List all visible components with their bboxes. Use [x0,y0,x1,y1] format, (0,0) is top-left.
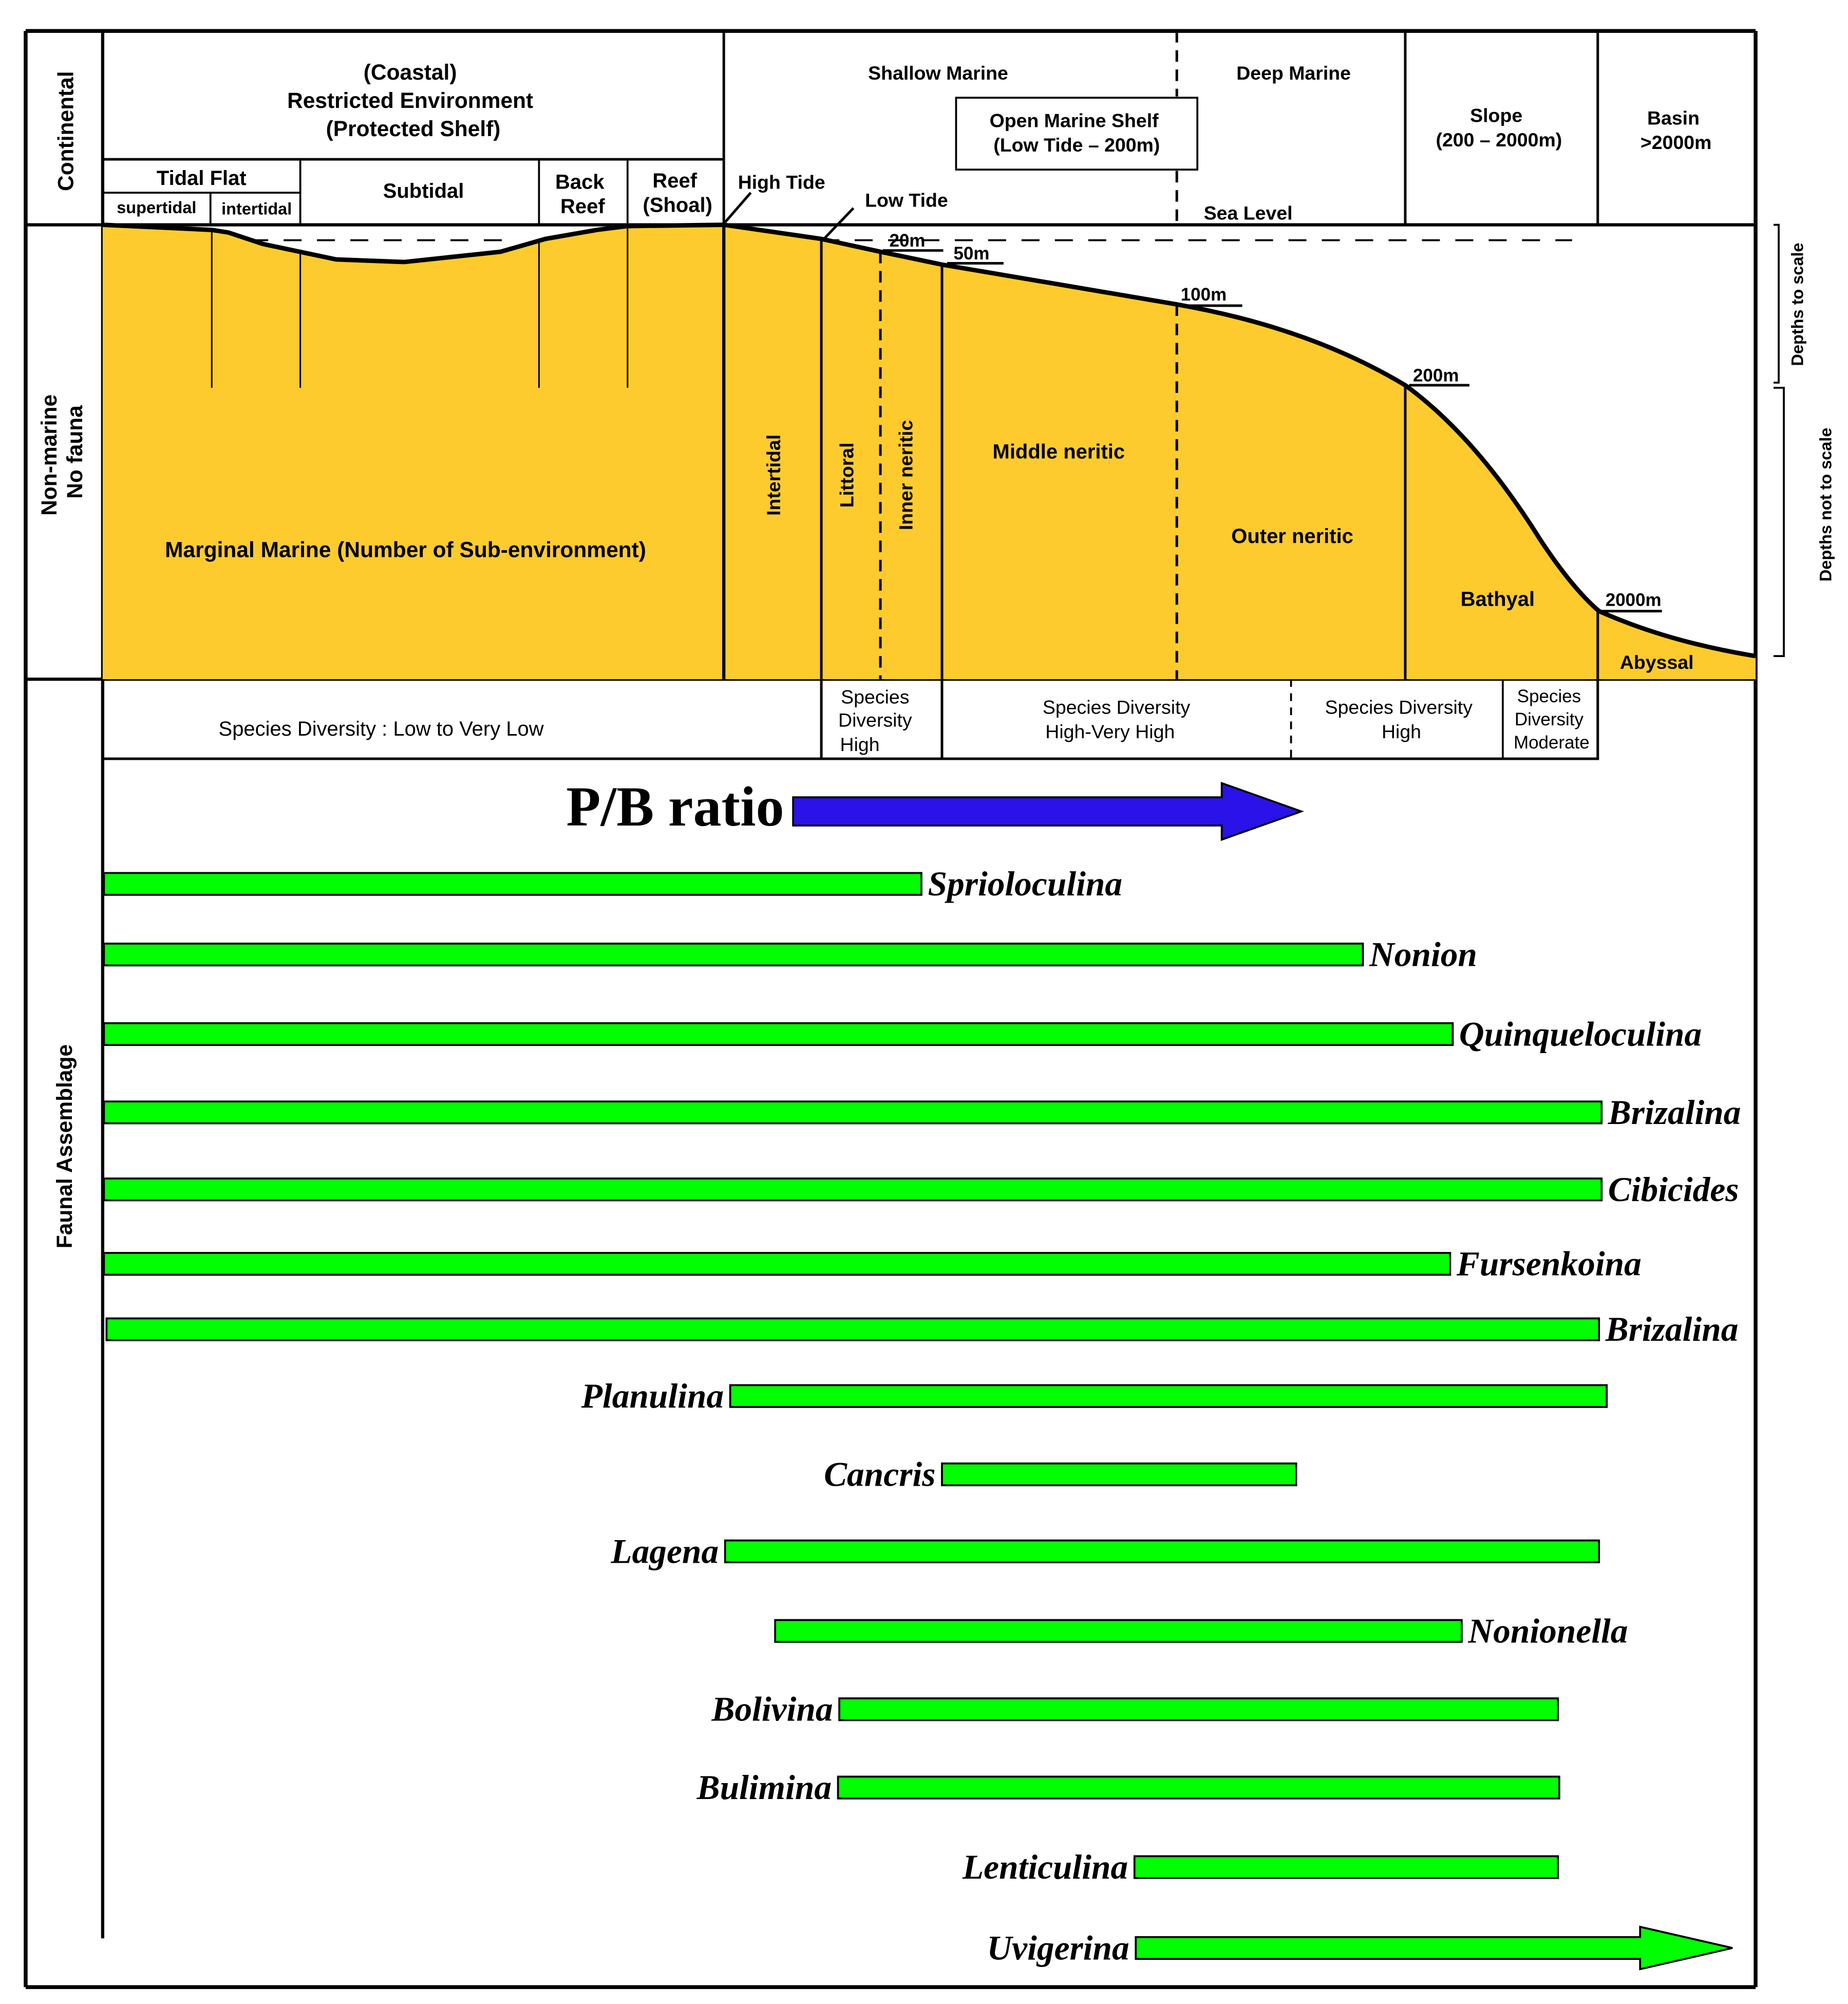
slope-label: Slope (200 – 2000m) [1436,105,1562,151]
faunal-assemblage-label: Faunal Assemblage [52,1044,77,1248]
pb-ratio-arrow [792,781,1305,841]
taxon-range-bar [103,942,1364,967]
continental-label: Continental [53,71,78,191]
sediment-profile [102,224,1756,680]
diversity-high-label: Species Diversity High [838,686,917,755]
taxa-labels: SprioloculinaNonionQuinqueloculinaBrizal… [581,865,1741,1967]
taxon-range-bar [837,1775,1560,1800]
taxon-label: Planulina [581,1377,724,1415]
taxon-label: Bolivina [711,1690,833,1729]
taxon-label: Lagena [610,1532,719,1570]
littoral-label: Littoral [836,442,858,508]
inner-neritic-label: Inner neritic [895,420,917,530]
intertidal-label: Intertidal [763,435,784,516]
low-tide-label: Low Tide [865,190,948,211]
taxon-label: Cancris [824,1455,935,1493]
shallow-marine-label: Shallow Marine [868,62,1008,84]
back-reef-label: Back Reef [555,171,610,218]
taxon-range-bar [103,1100,1603,1125]
subtidal-label: Subtidal [383,180,464,202]
basin-label: Basin >2000m [1640,107,1712,153]
pb-ratio-label: P/B ratio [566,775,784,838]
taxon-label: Bulimina [696,1768,832,1807]
taxon-range-bar [1133,1855,1559,1879]
taxon-range-arrow [1135,1925,1733,1971]
taxon-label: Lenticulina [962,1848,1128,1886]
zone-dividers [211,224,1599,759]
high-tide-label: High Tide [738,172,825,193]
taxon-label: Nonion [1369,935,1477,974]
taxon-range-bar [103,1022,1454,1046]
outer-neritic-label: Outer neritic [1231,525,1353,548]
depth-200-label: 200m [1413,365,1459,385]
taxon-range-bar [103,872,922,896]
depth-20-label: 20m [890,231,926,251]
marginal-marine-label: Marginal Marine (Number of Sub-environme… [165,538,646,562]
taxon-label: Fursenkoina [1456,1245,1642,1283]
bathyal-label: Bathyal [1461,588,1535,611]
depths-to-scale-label: Depths to scale [1788,243,1807,366]
high-tide-pointer [724,192,752,223]
sea-level-label: Sea Level [1204,202,1293,224]
open-marine-shelf-box [955,97,1199,171]
depth-2000-label: 2000m [1606,590,1662,610]
open-marine-shelf-label: Open Marine Shelf (Low Tide – 200m) [990,110,1164,156]
diversity-high-very-high-label: Species Diversity High-Very High [1043,697,1196,742]
taxon-range-bar [105,1317,1600,1341]
taxon-label: Brizalina [1608,1093,1741,1132]
middle-neritic-label: Middle neritic [993,440,1125,463]
depth-scale-brackets [1774,223,1785,657]
depths-not-to-scale-label: Depths not to scale [1817,428,1835,582]
supertidal-label: supertidal [117,198,196,217]
depth-50-label: 50m [953,244,989,264]
deep-marine-label: Deep Marine [1236,62,1351,84]
depth-100-label: 100m [1181,285,1227,305]
diversity-moderate-label: Species Diversity Moderate [1514,686,1590,753]
coastal-label: (Coastal) Restricted Environment (Protec… [287,60,539,141]
taxon-range-bar [103,1252,1451,1276]
taxon-label: Brizalina [1605,1310,1739,1349]
diversity-low-label: Species Diversity : Low to Very Low [219,718,544,740]
non-marine-label: Non-marine No fauna [37,388,87,516]
taxon-label: Sprioloculina [928,865,1122,903]
taxon-label: Quinqueloculina [1459,1015,1702,1053]
taxon-range-bar [774,1619,1463,1643]
taxon-range-bar [724,1539,1600,1564]
tidal-flat-label: Tidal Flat [157,167,247,190]
taxon-label: Nonionella [1467,1612,1628,1650]
faunal-bars [103,872,1733,1971]
taxon-range-bar [838,1697,1559,1721]
low-tide-pointer [823,207,855,240]
depth-marks [883,249,1662,613]
reef-label: Reef (Shoal) [643,170,712,216]
intertidal-small-label: intertidal [221,200,292,218]
diversity-high-slope-label: Species Diversity High [1325,697,1478,742]
abyssal-label: Abyssal [1620,651,1694,673]
taxon-label: Cibicides [1608,1170,1739,1209]
taxon-range-bar [941,1462,1297,1487]
taxon-range-bar [103,1177,1603,1202]
taxon-range-bar [729,1384,1608,1408]
taxon-label: Uvigerina [987,1928,1129,1967]
